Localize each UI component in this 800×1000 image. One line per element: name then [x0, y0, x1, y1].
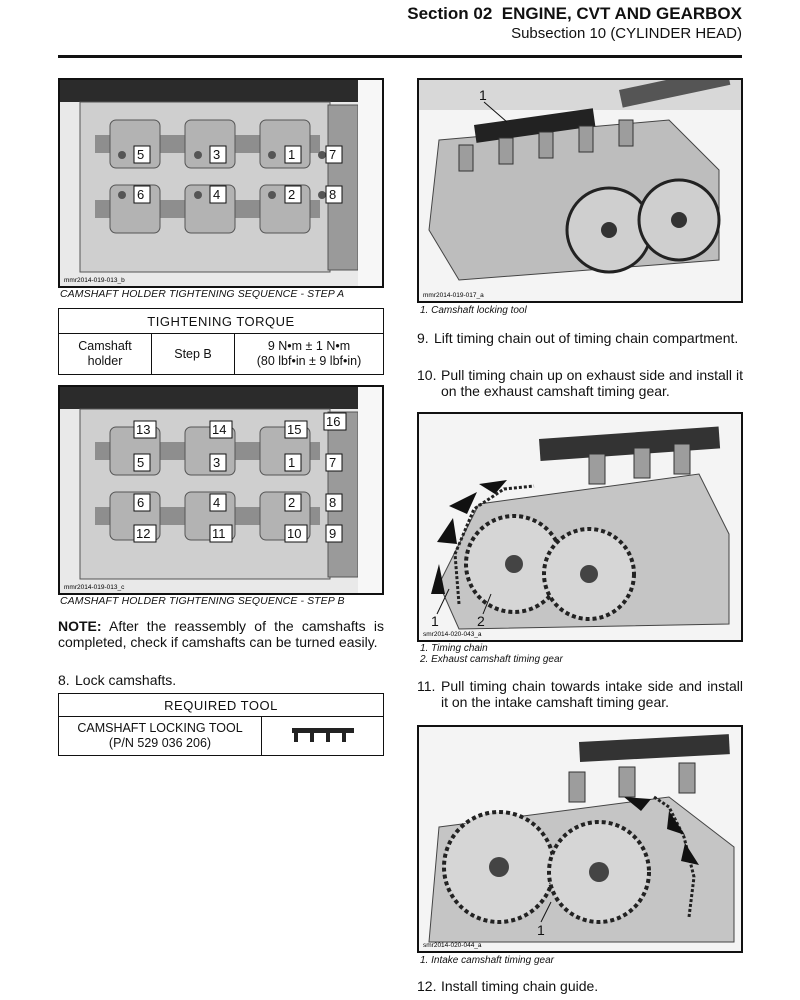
torque-table-title: TIGHTENING TORQUE	[58, 308, 384, 334]
seq-num-8: 8	[329, 495, 336, 510]
exhaust-gear-illustration: 1 2 smr2014-020-043_a	[419, 414, 741, 640]
header-rule	[58, 55, 742, 58]
step-number: 8.	[58, 672, 70, 688]
tool-description: CAMSHAFT LOCKING TOOL (P/N 529 036 206)	[58, 716, 262, 756]
section-number: Section 02	[407, 4, 493, 23]
seq-num-10: 10	[287, 526, 301, 541]
section-title: ENGINE, CVT AND GEARBOX	[501, 4, 742, 23]
figure-exhaust-gear: 1 2 smr2014-020-043_a	[417, 412, 743, 642]
callout-1: 1	[479, 87, 487, 103]
figure-code: smr2014-020-044_a	[423, 942, 482, 949]
tightening-torque-table: TIGHTENING TORQUE Camshaft holder Step B…	[58, 308, 384, 375]
step-12: 12. Install timing chain guide.	[417, 978, 743, 994]
figure-step-b: 13 14 15 16 5 3 1 7 6 4 2 8 12 11 10 9 m…	[58, 385, 384, 595]
step-text: Pull timing chain up on exhaust side and…	[441, 367, 743, 399]
seq-num-9: 9	[329, 526, 336, 541]
seq-num-13: 13	[136, 422, 150, 437]
seq-num-16: 16	[326, 414, 340, 429]
figure-code: mmr2014-019-013_c	[64, 584, 125, 591]
figure-code: smr2014-020-043_a	[423, 631, 482, 638]
section-heading: Section 02 ENGINE, CVT AND GEARBOX	[407, 4, 742, 24]
intake-gear-illustration: 1 smr2014-020-044_a	[419, 727, 741, 951]
seq-num-3: 3	[213, 147, 220, 162]
step-number: 12.	[417, 978, 437, 994]
seq-num-8: 8	[329, 187, 336, 202]
note-label: NOTE:	[58, 618, 102, 634]
callout-2: 2	[477, 613, 485, 629]
step-number: 10.	[417, 367, 437, 383]
legend-item: 1. Timing chain	[420, 643, 488, 654]
seq-num-4: 4	[213, 495, 220, 510]
torque-part: Camshaft holder	[58, 333, 152, 375]
cylinder-head-illustration-a: 5 3 1 7 6 4 2 8 mmr2014-019-013_b	[60, 80, 382, 286]
seq-num-2: 2	[288, 495, 295, 510]
seq-num-12: 12	[136, 526, 150, 541]
seq-num-7: 7	[329, 147, 336, 162]
seq-num-11: 11	[212, 526, 226, 541]
torque-value: 9 N•m ± 1 N•m (80 lbf•in ± 9 lbf•in)	[234, 333, 384, 375]
seq-num-7: 7	[329, 455, 336, 470]
figure-code: mmr2014-019-017_a	[423, 292, 484, 299]
step-8: 8. Lock camshafts.	[58, 672, 384, 688]
torque-value-imperial: (80 lbf•in ± 9 lbf•in)	[256, 354, 362, 368]
tool-name: CAMSHAFT LOCKING TOOL	[77, 721, 243, 735]
camshaft-locking-tool-icon	[291, 728, 354, 742]
seq-num-5: 5	[137, 455, 144, 470]
required-tool-table: REQUIRED TOOL CAMSHAFT LOCKING TOOL (P/N…	[58, 693, 384, 756]
torque-step: Step B	[151, 333, 235, 375]
figure-intake-gear: 1 smr2014-020-044_a	[417, 725, 743, 953]
step-number: 9.	[417, 330, 429, 346]
seq-num-1: 1	[288, 147, 295, 162]
camshaft-locking-illustration: 1 mmr2014-019-017_a	[419, 80, 741, 301]
figure-caption-step-b: CAMSHAFT HOLDER TIGHTENING SEQUENCE - ST…	[60, 595, 345, 607]
tool-part-number: (P/N 529 036 206)	[108, 736, 212, 750]
seq-num-6: 6	[137, 495, 144, 510]
figure-caption-step-a: CAMSHAFT HOLDER TIGHTENING SEQUENCE - ST…	[60, 288, 345, 300]
seq-num-1: 1	[288, 455, 295, 470]
step-10: 10. Pull timing chain up on exhaust side…	[417, 367, 743, 399]
seq-num-6: 6	[137, 187, 144, 202]
step-text: Lift timing chain out of timing chain co…	[434, 330, 739, 346]
callout-1: 1	[431, 613, 439, 629]
step-text: Lock camshafts.	[75, 672, 177, 688]
seq-num-3: 3	[213, 455, 220, 470]
step-number: 11.	[417, 678, 436, 694]
legend-item: 2. Exhaust camshaft timing gear	[420, 654, 563, 665]
tool-table-title: REQUIRED TOOL	[58, 693, 384, 717]
step-11: 11. Pull timing chain towards intake sid…	[417, 678, 743, 710]
legend-item: 1. Camshaft locking tool	[420, 305, 527, 316]
callout-1: 1	[537, 922, 545, 938]
figure-camshaft-locking-tool: 1 mmr2014-019-017_a	[417, 78, 743, 303]
figure-code: mmr2014-019-013_b	[64, 277, 125, 284]
seq-num-2: 2	[288, 187, 295, 202]
figure-step-a: 5 3 1 7 6 4 2 8 mmr2014-019-013_b	[58, 78, 384, 288]
step-text: Install timing chain guide.	[441, 978, 599, 994]
seq-num-15: 15	[287, 422, 301, 437]
tool-image	[261, 716, 384, 756]
note-paragraph: NOTE: After the reassembly of the camsha…	[58, 618, 384, 650]
seq-num-5: 5	[137, 147, 144, 162]
seq-num-14: 14	[212, 422, 226, 437]
step-9: 9. Lift timing chain out of timing chain…	[417, 330, 743, 346]
subsection-heading: Subsection 10 (CYLINDER HEAD)	[511, 25, 742, 42]
legend-item: 1. Intake camshaft timing gear	[420, 955, 554, 966]
note-text: After the reassembly of the camshafts is…	[58, 618, 384, 650]
torque-value-metric: 9 N•m ± 1 N•m	[267, 339, 351, 353]
step-text: Pull timing chain towards intake side an…	[441, 678, 743, 710]
seq-num-4: 4	[213, 187, 220, 202]
cylinder-head-illustration-b: 13 14 15 16 5 3 1 7 6 4 2 8 12 11 10 9 m…	[60, 387, 382, 593]
